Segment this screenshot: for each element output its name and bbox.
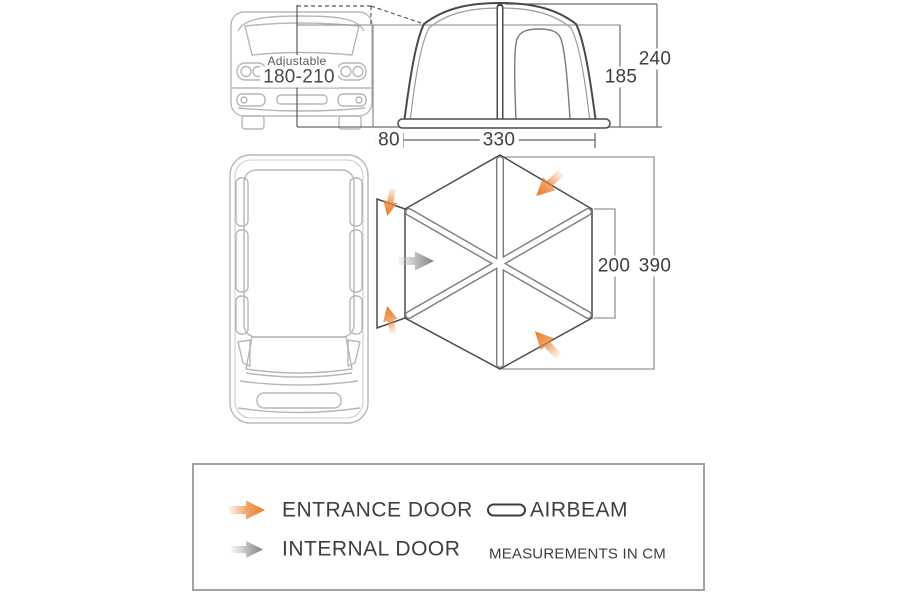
- internal-door-arrow: [398, 251, 434, 271]
- awning-door-outline: [513, 28, 571, 120]
- legend-measurements-note: MEASUREMENTS IN CM: [489, 545, 666, 563]
- van-top-view: [229, 154, 369, 424]
- awning-groundsheet-bar: [397, 118, 611, 129]
- dim-inner-height: 185: [601, 66, 641, 88]
- airbeam-icon: [487, 503, 526, 517]
- door-arrows: [379, 166, 568, 363]
- legend-airbeam-label: AIRBEAM: [530, 498, 629, 522]
- adjustable-range-label: 180-210: [260, 66, 338, 88]
- entrance-door-arrow-left-bottom: [379, 304, 401, 336]
- van-front-view: [230, 11, 373, 130]
- dim-total-length: 390: [635, 255, 675, 277]
- awning-floor-plan: [376, 154, 593, 370]
- dim-total-height: 240: [635, 48, 675, 70]
- dimension-lines: [296, 3, 662, 370]
- internal-door-arrow-icon: [231, 541, 264, 558]
- entrance-door-arrow-top-right: [530, 166, 568, 203]
- airbeam-rods: [405, 156, 592, 368]
- connection-dashed-lines: [297, 5, 422, 24]
- legend-internal-door-label: INTERNAL DOOR: [282, 537, 461, 561]
- entrance-door-arrow-left-top: [379, 186, 401, 218]
- dim-width: 330: [479, 129, 519, 151]
- entrance-door-arrow-bottom-right: [528, 325, 565, 363]
- legend-box: ENTRANCE DOOR INTERNAL DOOR AIRBEAM MEAS…: [192, 463, 705, 591]
- dim-side-panel: 200: [594, 255, 634, 277]
- legend-entrance-door-label: ENTRANCE DOOR: [282, 498, 473, 522]
- adjustable-label: Adjustable: [265, 54, 329, 68]
- entrance-door-arrow-icon: [229, 500, 265, 520]
- dim-tunnel-depth: 80: [375, 129, 403, 151]
- awning-side-view: [397, 1, 611, 129]
